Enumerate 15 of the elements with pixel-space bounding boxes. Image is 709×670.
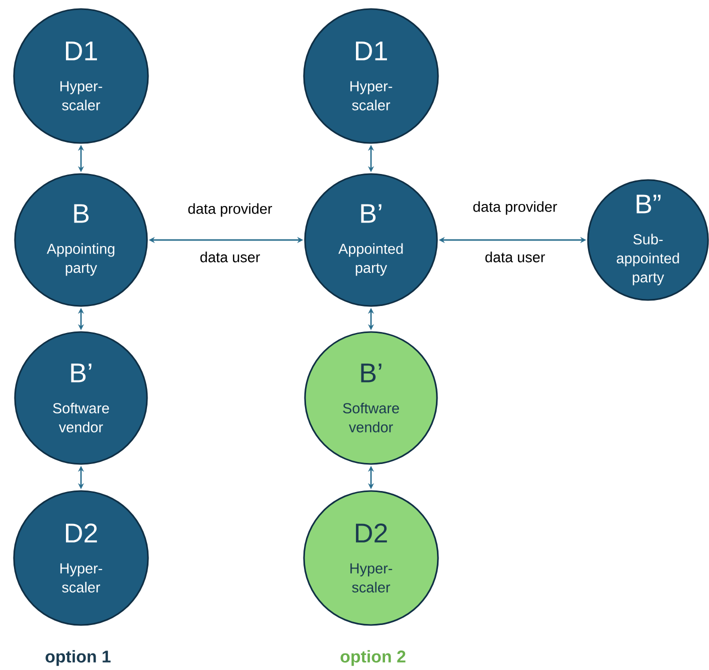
edge-label: data provider <box>186 202 274 218</box>
circle-node: B” Sub- appointed party <box>587 179 709 301</box>
line-label: data user <box>485 252 545 262</box>
circle-node: B’ Software vendor <box>304 331 438 465</box>
edge-label: data provider <box>472 200 558 216</box>
line-label: data user <box>200 252 260 262</box>
circle-node: D2 Hyper- scaler <box>303 490 439 626</box>
circle-node: D1 Hyper- scaler <box>13 8 149 144</box>
option-label: option 1 <box>46 650 111 666</box>
circle-node: B Appointing party <box>14 173 148 307</box>
circle-node: B’ Software vendor <box>14 331 148 465</box>
option-label: option 2 <box>340 650 406 666</box>
circle-node: D1 Hyper- scaler <box>303 8 439 144</box>
circle-node: D2 Hyper- scaler <box>13 490 149 626</box>
circle-node: B’ Appointed party <box>304 173 438 307</box>
